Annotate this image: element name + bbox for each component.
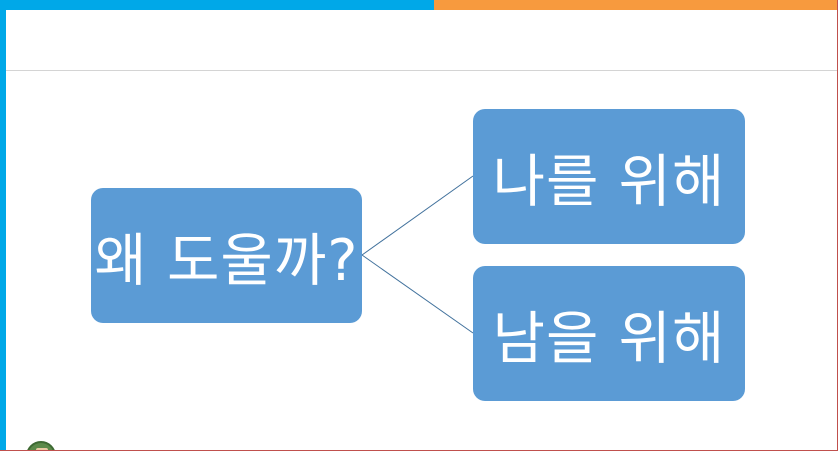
connector-root-to-top (361, 175, 474, 256)
node-label-branch-2: 남을 위해 (492, 305, 726, 372)
user-avatar-icon (26, 441, 56, 450)
accent-bar-left (0, 0, 6, 450)
diagram-node-branch-1[interactable]: 나를 위해 (473, 109, 745, 244)
diagram-node-root[interactable]: 왜 도울까? (91, 188, 362, 323)
node-label-branch-1: 나를 위해 (492, 148, 726, 215)
connector-root-to-bottom (361, 254, 474, 334)
node-label-root: 왜 도울까? (94, 227, 359, 294)
accent-bar-top-orange (434, 0, 837, 10)
accent-bar-top-blue (0, 0, 434, 10)
diagram-node-branch-2[interactable]: 남을 위해 (473, 266, 745, 401)
title-divider (6, 70, 837, 71)
